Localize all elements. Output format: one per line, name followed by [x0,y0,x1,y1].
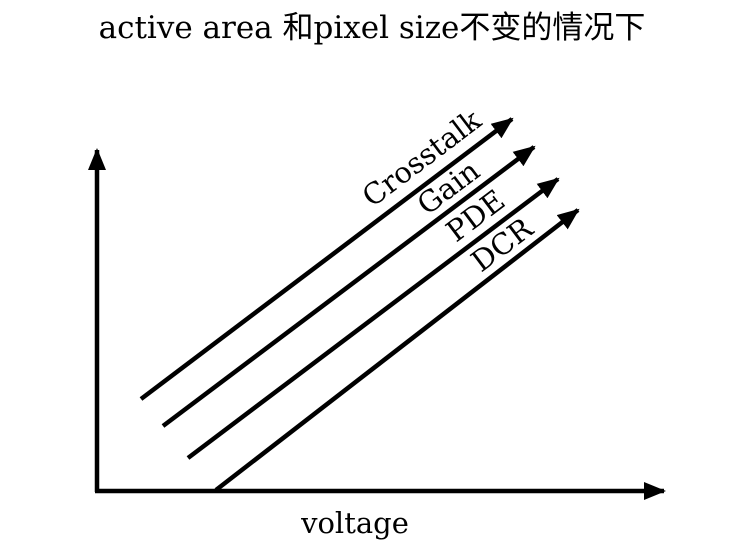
x-axis-label: voltage [300,506,409,540]
trend-line-pde [186,177,560,460]
diagram-title: active area 和pixel size不变的情况下 [99,10,646,46]
trend-line-gain [161,145,536,428]
trend-line-dcr [214,208,580,492]
trend-line-crosstalk [139,117,514,401]
